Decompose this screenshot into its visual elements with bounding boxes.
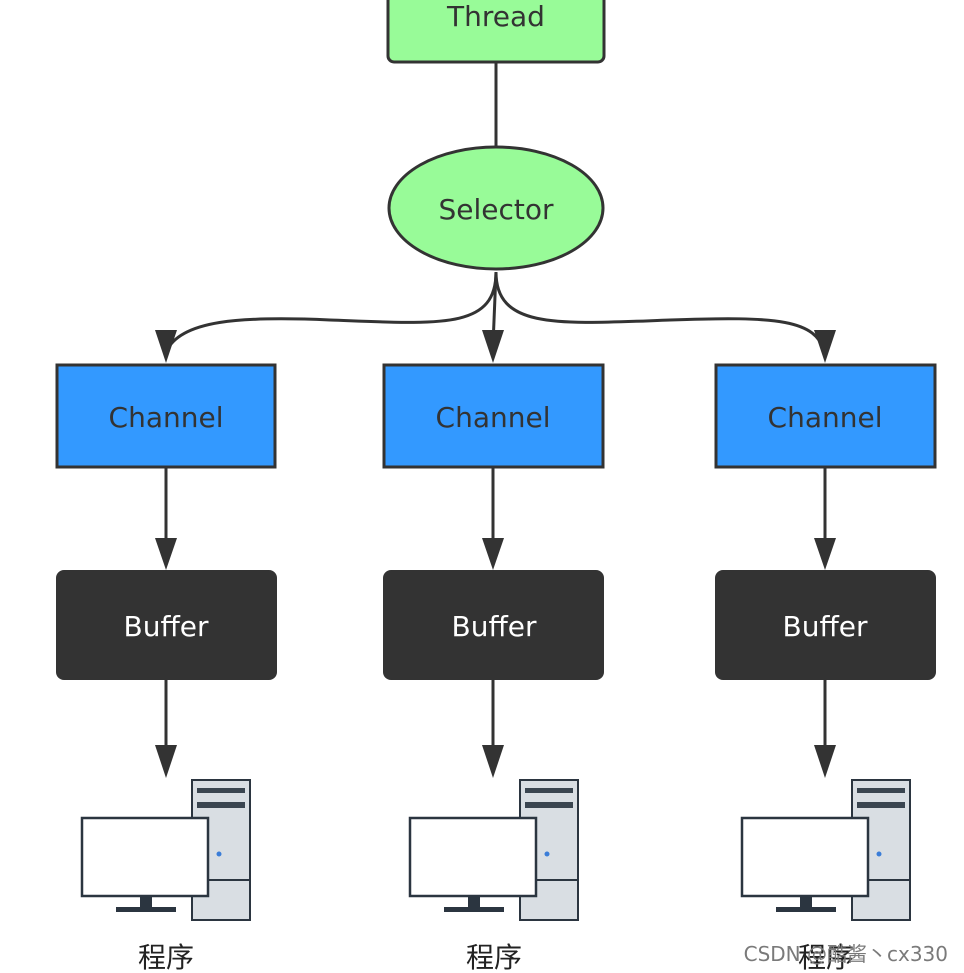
arrowhead-channel-middle [482, 330, 504, 363]
computer-icon [80, 779, 251, 921]
thread-label: Thread [446, 0, 545, 33]
program-label-2: 程序 [466, 941, 522, 973]
arrowhead-program-3 [814, 745, 836, 778]
program-label-3: 程序 [798, 941, 854, 973]
channel-label-3: Channel [768, 401, 883, 434]
thread-node: Thread [386, 0, 606, 64]
arrowhead-program-2 [482, 745, 504, 778]
arrowhead-buffer-1 [155, 538, 177, 570]
channel-label-2: Channel [436, 401, 551, 434]
csdn-watermark: CSDN @酷酱丶cx330 [744, 942, 948, 966]
column-3: Channel Buffer 程序 [714, 363, 937, 973]
column-2: Channel Buffer 程序 [382, 363, 605, 973]
program-label-1: 程序 [138, 941, 194, 973]
buffer-label-2: Buffer [452, 610, 537, 643]
column-1: Channel Buffer 程序 [55, 363, 277, 973]
channel-box-3 [714, 363, 937, 469]
buffer-box-3 [715, 570, 936, 680]
channel-box-2 [382, 363, 605, 469]
selector-ellipse [387, 145, 605, 271]
arrowhead-channel-left [155, 330, 177, 363]
channel-label-1: Channel [109, 401, 224, 434]
channel-box-1 [55, 363, 277, 469]
buffer-box-2 [383, 570, 604, 680]
computer-icon [740, 779, 911, 921]
arrowhead-buffer-3 [814, 538, 836, 570]
selector-node: Selector [387, 145, 605, 271]
buffer-label-1: Buffer [124, 610, 209, 643]
buffer-label-3: Buffer [783, 610, 868, 643]
selector-channel-connectors [155, 271, 836, 363]
buffer-box-1 [56, 570, 277, 680]
arrowhead-channel-right [814, 330, 836, 363]
arrowhead-buffer-2 [482, 538, 504, 570]
selector-to-channel-right [494, 271, 827, 353]
arrowhead-program-1 [155, 745, 177, 778]
selector-label: Selector [438, 193, 554, 226]
computer-icon [408, 779, 579, 921]
selector-to-channel-left [164, 271, 498, 353]
